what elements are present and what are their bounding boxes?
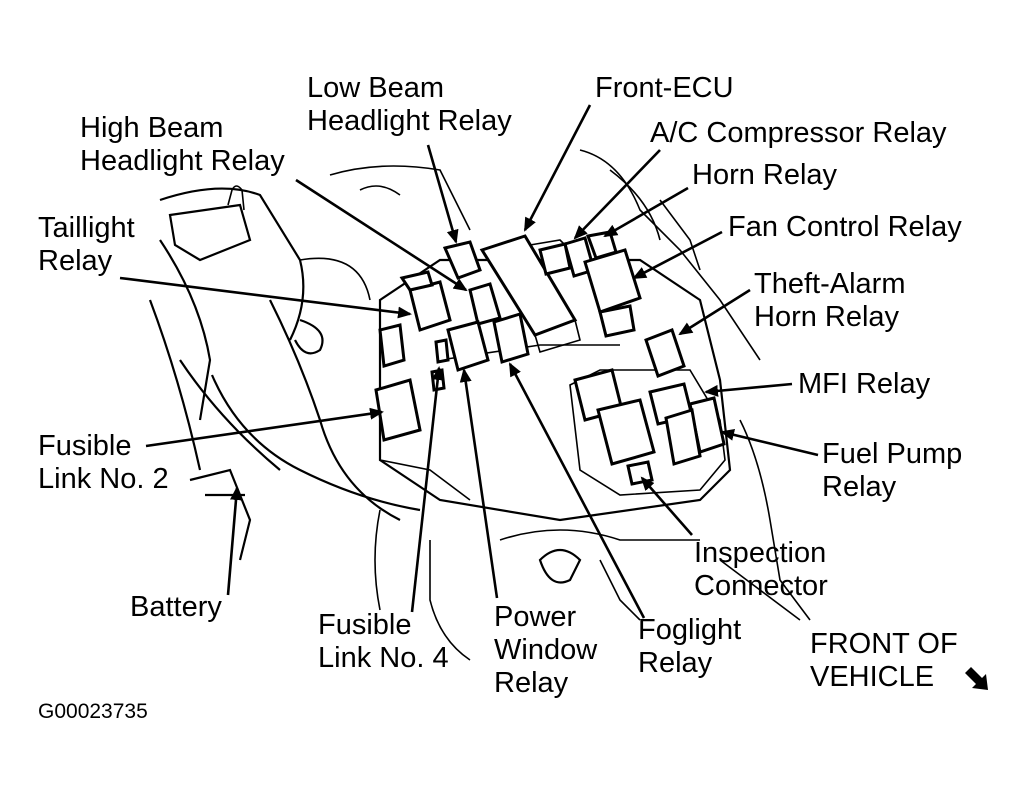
label-front-ecu: Front-ECU bbox=[595, 72, 734, 104]
foglight-relay-box bbox=[492, 312, 530, 364]
high-beam-relay-box bbox=[468, 282, 502, 326]
front-of-vehicle-indicator: FRONT OF VEHICLE bbox=[810, 628, 958, 693]
leader-fusible-4 bbox=[410, 366, 444, 613]
low-beam-relay-box bbox=[442, 240, 482, 280]
label-battery: Battery bbox=[130, 591, 222, 623]
vehicle-line: VEHICLE bbox=[810, 661, 935, 693]
label-power-window-relay: Power Window Relay bbox=[494, 601, 598, 699]
label-ac-compressor-relay: A/C Compressor Relay bbox=[650, 117, 947, 149]
leader-low-beam bbox=[426, 144, 459, 244]
leader-ac-compressor bbox=[573, 149, 661, 240]
mfi-relay-box bbox=[596, 398, 656, 466]
relays bbox=[374, 230, 726, 486]
fan-control-relay-box bbox=[583, 248, 642, 314]
leader-horn bbox=[603, 186, 689, 238]
leader-fan-control bbox=[632, 230, 723, 280]
leader-mfi bbox=[704, 382, 793, 397]
label-mfi-relay: MFI Relay bbox=[798, 368, 931, 400]
label-low-beam-headlight-relay: Low Beam Headlight Relay bbox=[307, 72, 512, 137]
leader-lines bbox=[119, 104, 819, 619]
label-fusible-link-2: Fusible Link No. 2 bbox=[38, 430, 169, 495]
inspection-connector-part bbox=[626, 460, 654, 486]
leader-theft-alarm bbox=[678, 288, 751, 336]
label-horn-relay: Horn Relay bbox=[692, 159, 838, 191]
leader-power-window bbox=[459, 368, 499, 599]
label-fan-control-relay: Fan Control Relay bbox=[728, 211, 962, 243]
leader-fuel-pump bbox=[720, 428, 819, 457]
leader-foglight bbox=[508, 362, 646, 619]
leader-front-ecu bbox=[523, 104, 592, 232]
label-inspection-connector: Inspection Connector bbox=[694, 537, 828, 602]
label-foglight-relay: Foglight Relay bbox=[638, 614, 742, 679]
leader-high-beam bbox=[295, 178, 468, 292]
leader-inspection bbox=[640, 476, 693, 536]
leader-fusible-2 bbox=[145, 407, 384, 448]
engine-bay-outline bbox=[148, 149, 811, 661]
leader-battery bbox=[226, 486, 242, 596]
figure-id: G00023735 bbox=[38, 700, 148, 723]
arrow-down-right-icon bbox=[965, 667, 988, 690]
label-high-beam-headlight-relay: High Beam Headlight Relay bbox=[80, 112, 285, 177]
label-fusible-link-4: Fusible Link No. 4 bbox=[318, 609, 449, 674]
label-taillight-relay: Taillight Relay bbox=[38, 212, 135, 277]
label-fuel-pump-relay: Fuel Pump Relay bbox=[822, 438, 963, 503]
leader-taillight bbox=[119, 276, 412, 319]
power-window-relay-box bbox=[446, 320, 490, 372]
theft-alarm-horn-relay-box bbox=[644, 328, 686, 378]
label-theft-alarm-horn-relay: Theft-Alarm Horn Relay bbox=[754, 268, 906, 333]
